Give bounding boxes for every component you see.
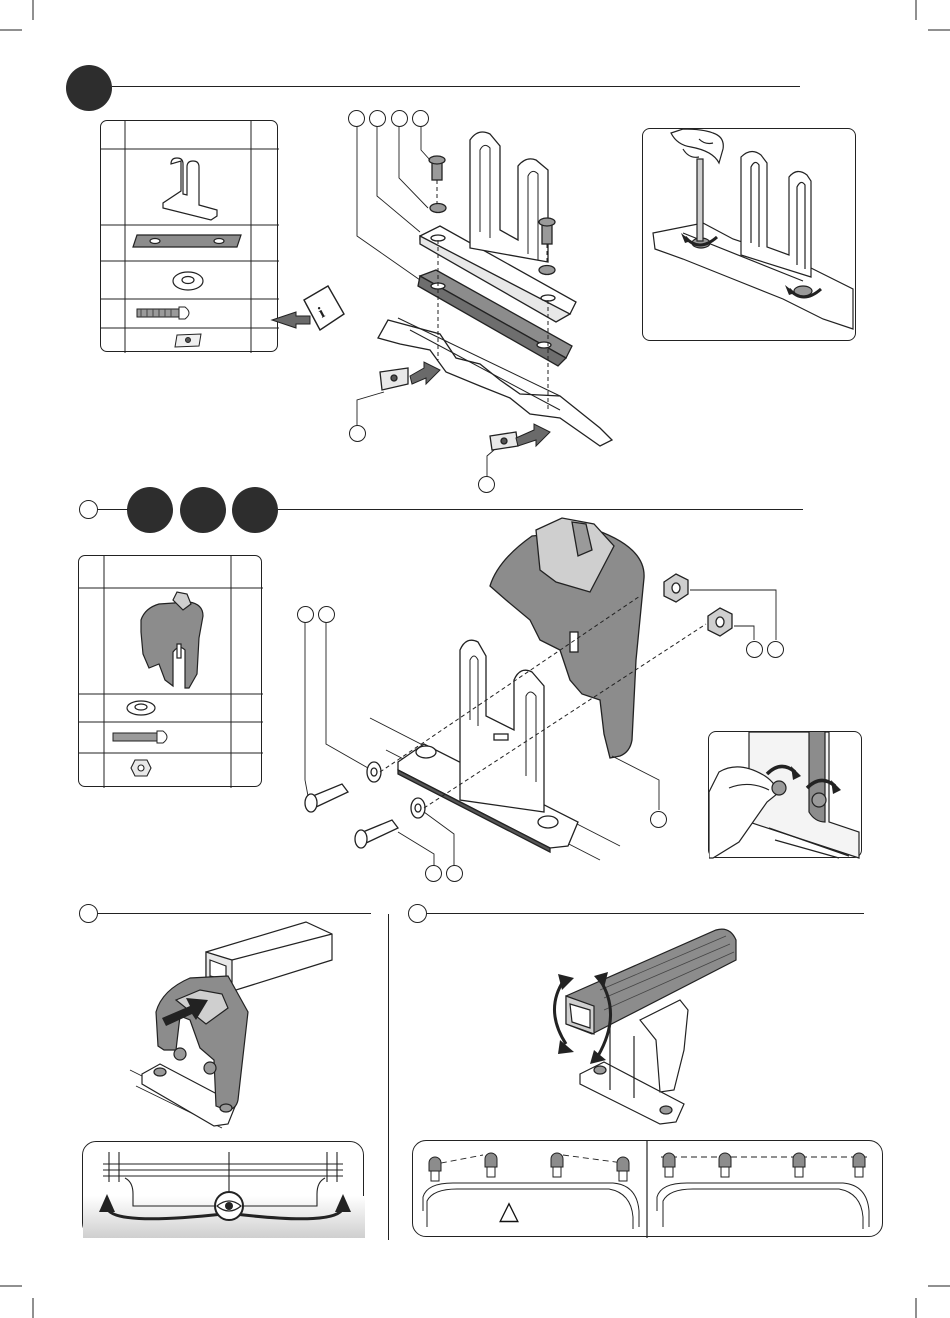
alignment-inset: △	[412, 1140, 883, 1237]
warning-icon: △	[499, 1197, 519, 1223]
alignment-inset-drawing	[413, 1141, 884, 1238]
